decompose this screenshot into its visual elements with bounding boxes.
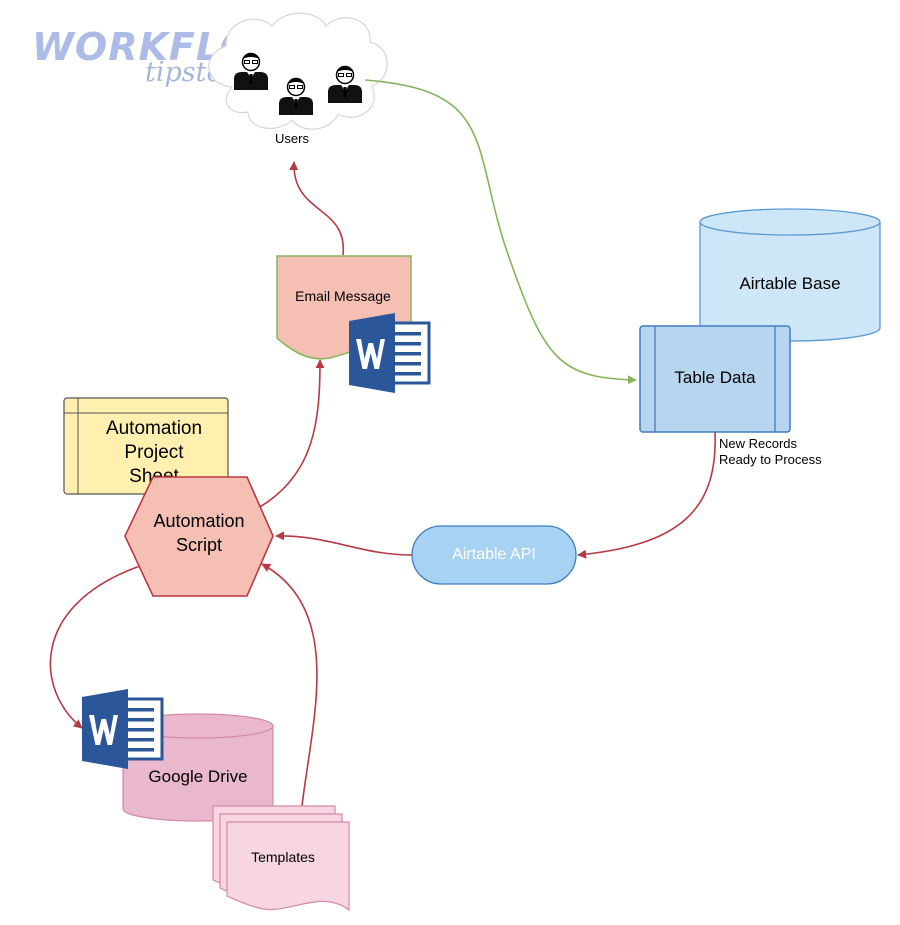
new-records-line2: Ready to Process <box>719 452 822 467</box>
users-label: Users <box>275 131 309 146</box>
word-icon <box>347 311 431 395</box>
new-records-line1: New Records <box>719 436 798 451</box>
script-label-line2: Script <box>176 535 222 555</box>
automation-script: Automation Script <box>124 476 274 597</box>
word-icon <box>80 687 164 771</box>
flow-users-to-table-data <box>364 79 637 385</box>
flow-email-to-users <box>289 161 344 256</box>
flow-api-to-script <box>275 531 413 556</box>
new-records-note: New Records Ready to Process <box>719 436 822 467</box>
airtable-base-label: Airtable Base <box>739 274 840 293</box>
airtable-api-label: Airtable API <box>452 546 536 563</box>
flow-table-data-to-api <box>577 431 716 559</box>
sheet-label-line1: Automation <box>106 418 202 439</box>
templates-label: Templates <box>251 849 315 865</box>
users-cloud: Users <box>208 12 388 146</box>
email-message-label: Email Message <box>295 288 391 304</box>
airtable-api: Airtable API <box>411 525 577 585</box>
airtable-base: Airtable Base <box>699 208 881 342</box>
automation-project-sheet: Automation Project Sheet <box>63 397 229 495</box>
table-data-label: Table Data <box>674 368 756 387</box>
sheet-label-line2: Project <box>124 442 184 463</box>
table-data: Table Data <box>639 325 791 433</box>
flow-script-to-email <box>257 359 325 509</box>
flow-templates-to-script <box>261 563 318 807</box>
templates: Templates <box>212 805 350 912</box>
connectors <box>49 79 716 807</box>
flow-script-to-drive <box>49 565 141 729</box>
email-message: Email Message <box>276 255 431 395</box>
script-label-line1: Automation <box>153 511 244 531</box>
google-drive-label: Google Drive <box>148 767 247 786</box>
